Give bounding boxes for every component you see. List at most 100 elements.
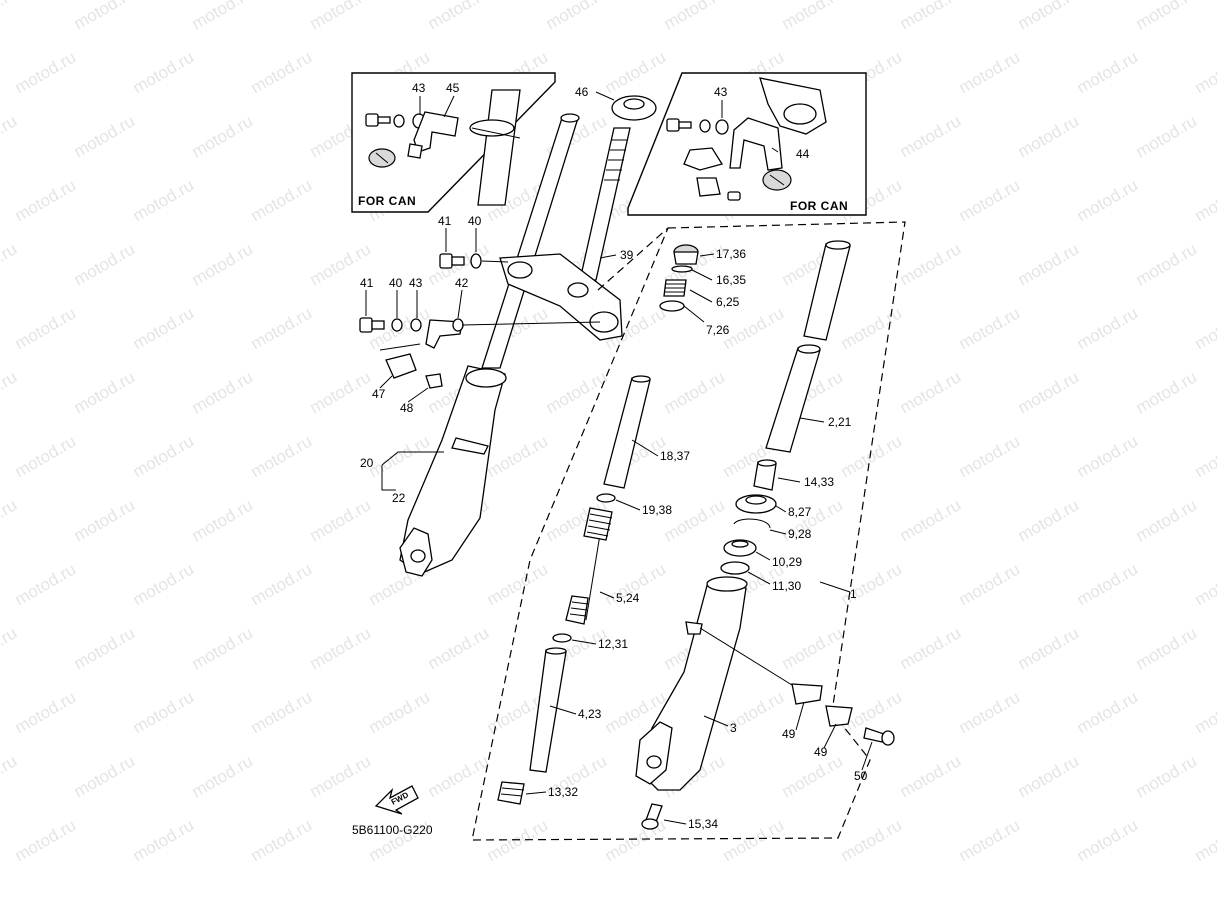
watermark-text: motod.ru (779, 623, 847, 673)
callout-46: 46 (575, 85, 589, 99)
callout-44: 44 (796, 147, 810, 161)
watermark-text: motod.ru (897, 751, 965, 801)
watermark-text: motod.ru (12, 687, 80, 737)
watermark-text: motod.ru (12, 47, 80, 97)
callout-1: 1 (850, 587, 857, 601)
watermark-text: motod.ru (484, 431, 552, 481)
watermark-text: motod.ru (189, 751, 257, 801)
watermark-text: motod.ru (71, 111, 139, 161)
watermark-text: motod.ru (248, 175, 316, 225)
watermark-text: motod.ru (189, 367, 257, 417)
watermark-text: motod.ru (1074, 47, 1142, 97)
watermark-text: motod.ru (248, 303, 316, 353)
watermark-text: motod.ru (897, 111, 965, 161)
watermark-text: motod.ru (366, 687, 434, 737)
watermark-text: motod.ru (189, 111, 257, 161)
watermark-text: motod.ru (12, 815, 80, 865)
watermark-text: motod.ru (366, 431, 434, 481)
watermark-text: motod.ru (838, 431, 906, 481)
callout-17-36: 17,36 (716, 247, 746, 261)
callout-11-30: 11,30 (772, 579, 801, 593)
callout-4-23: 4,23 (578, 707, 602, 721)
watermark-text: motod.ru (661, 0, 729, 33)
callout-22: 22 (392, 491, 406, 505)
callout-43a: 43 (412, 81, 426, 95)
watermark-text: motod.ru (130, 175, 198, 225)
watermark-text: motod.ru (956, 431, 1024, 481)
watermark-text: motod.ru (71, 239, 139, 289)
watermark-text: motod.ru (307, 495, 375, 545)
watermark-text: motod.ru (1015, 367, 1083, 417)
fwd-arrow-icon: FWD (376, 786, 418, 814)
watermark-text: motod.ru (897, 623, 965, 673)
watermark-text: motod.ru (1133, 367, 1201, 417)
watermark-text: motod.ru (1015, 111, 1083, 161)
watermark-text: motod.ru (248, 687, 316, 737)
watermark-text: motod.ru (1192, 687, 1217, 737)
watermark-text: motod.ru (1133, 623, 1201, 673)
callout-50: 50 (854, 769, 868, 783)
watermark-text: motod.ru (0, 239, 20, 289)
watermark-layer: motod.ru motod.ru motod.ru motod.ru motod.ru… (0, 0, 1217, 865)
watermark-text: motod.ru (130, 687, 198, 737)
callout-42: 42 (455, 276, 469, 290)
watermark-text: motod.ru (1192, 559, 1217, 609)
watermark-text: motod.ru (956, 303, 1024, 353)
watermark-text: motod.ru (956, 175, 1024, 225)
watermark-text: motod.ru (779, 751, 847, 801)
watermark-text: motod.ru (189, 623, 257, 673)
callout-41b: 41 (360, 276, 374, 290)
watermark-text: motod.ru (720, 815, 788, 865)
watermark-text: motod.ru (1015, 751, 1083, 801)
watermark-text: motod.ru (130, 431, 198, 481)
watermark-text: motod.ru (897, 239, 965, 289)
watermark-text: motod.ru (897, 0, 965, 33)
watermark-text: motod.ru (779, 0, 847, 33)
watermark-text: motod.ru (602, 815, 670, 865)
watermark-text: motod.ru (71, 623, 139, 673)
watermark-text: motod.ru (0, 751, 20, 801)
callout-7-26: 7,26 (706, 323, 730, 337)
callout-43c: 43 (409, 276, 423, 290)
watermark-text: motod.ru (1015, 0, 1083, 33)
watermark-text: motod.ru (838, 303, 906, 353)
watermark-text: motod.ru (130, 559, 198, 609)
watermark-text: motod.ru (956, 815, 1024, 865)
watermark-text: motod.ru (0, 367, 20, 417)
watermark-text: motod.ru (1074, 175, 1142, 225)
callout-40a: 40 (468, 214, 482, 228)
callout-8-27: 8,27 (788, 505, 812, 519)
callout-6-25: 6,25 (716, 295, 740, 309)
watermark-text: motod.ru (71, 367, 139, 417)
callout-41a: 41 (438, 214, 452, 228)
callout-16-35: 16,35 (716, 273, 746, 287)
callout-10-29: 10,29 (772, 555, 802, 569)
watermark-text: motod.ru (189, 0, 257, 33)
callout-43b: 43 (714, 85, 728, 99)
watermark-text: motod.ru (956, 559, 1024, 609)
watermark-text: motod.ru (130, 303, 198, 353)
watermark-text: motod.ru (0, 0, 20, 33)
watermark-text: motod.ru (248, 47, 316, 97)
watermark-text: motod.ru (12, 559, 80, 609)
inset-right: FOR CAN (628, 73, 866, 215)
watermark-text: motod.ru (71, 751, 139, 801)
watermark-text: motod.ru (897, 495, 965, 545)
watermark-text: motod.ru (307, 751, 375, 801)
callout-45: 45 (446, 81, 460, 95)
watermark-text: motod.ru (484, 559, 552, 609)
callout-47: 47 (372, 387, 386, 401)
watermark-text: motod.ru (12, 175, 80, 225)
watermark-text: motod.ru (1133, 239, 1201, 289)
watermark-text: motod.ru (1133, 751, 1201, 801)
watermark-text: motod.ru (956, 47, 1024, 97)
callout-14-33: 14,33 (804, 475, 834, 489)
watermark-text: motod.ru (248, 815, 316, 865)
watermark-text: motod.ru (1133, 0, 1201, 33)
watermark-text: motod.ru (956, 687, 1024, 737)
callout-5-24: 5,24 (616, 591, 640, 605)
watermark-text: motod.ru (1192, 815, 1217, 865)
watermark-text: motod.ru (130, 815, 198, 865)
watermark-text: motod.ru (425, 623, 493, 673)
callout-49b: 49 (814, 745, 828, 759)
